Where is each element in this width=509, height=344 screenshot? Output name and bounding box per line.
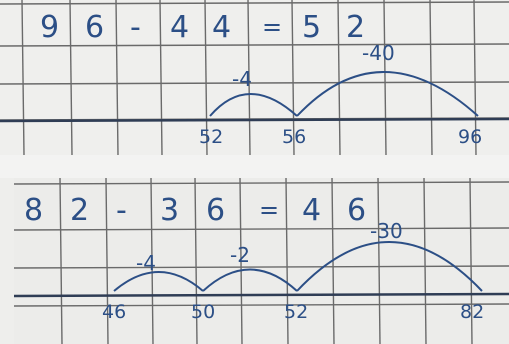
jump-arc <box>209 93 298 117</box>
grid-line <box>14 181 509 185</box>
digit: 6 <box>347 193 366 228</box>
digit: 8 <box>24 193 43 228</box>
digit: 3 <box>160 193 179 228</box>
jump-label: -2 <box>230 243 250 267</box>
tick-label: 96 <box>458 126 482 148</box>
minus-sign: - <box>116 193 127 228</box>
jump-arc <box>202 268 298 292</box>
grid-line <box>0 43 509 47</box>
equals-sign: = <box>262 13 282 41</box>
digit: 4 <box>212 10 231 45</box>
grid-line <box>0 81 509 85</box>
tick-label: 46 <box>102 301 126 323</box>
grid-line <box>291 0 295 155</box>
jump-label: -4 <box>136 251 156 275</box>
tick-label: 50 <box>191 301 215 323</box>
grid-line <box>337 0 341 155</box>
digit: 2 <box>70 193 89 228</box>
grid-line <box>14 265 509 269</box>
grid-lines <box>0 0 509 155</box>
grid-line <box>69 0 73 155</box>
tick-label: 52 <box>199 126 223 148</box>
grid-line <box>105 178 109 344</box>
grid-line <box>14 227 509 231</box>
jump-label: -30 <box>370 219 403 243</box>
tick-label: 56 <box>282 126 306 148</box>
problem-1-panel: 9 6 - 4 4 = 5 2 -4 -40 52 56 96 <box>0 0 509 155</box>
problem-2-drawing: 8 2 - 3 6 = 4 6 -4 -2 -30 46 50 52 82 <box>14 178 509 344</box>
equation-1: 9 6 - 4 4 = 5 2 <box>40 10 365 45</box>
tick-label: 82 <box>460 301 484 323</box>
grid-line <box>423 178 427 344</box>
digit: 5 <box>302 10 321 45</box>
problem-1-drawing: 9 6 - 4 4 = 5 2 -4 -40 52 56 96 <box>0 0 509 155</box>
equation-2: 8 2 - 3 6 = 4 6 <box>24 193 366 228</box>
jump-arc <box>113 271 204 292</box>
grid-line <box>247 0 251 155</box>
digit: 6 <box>206 193 225 228</box>
digit: 2 <box>346 10 365 45</box>
grid-line <box>285 178 289 344</box>
digit: 4 <box>302 193 321 228</box>
grid-line <box>0 1 509 5</box>
digit: 4 <box>170 10 189 45</box>
grid-line <box>377 178 381 344</box>
jump-arc <box>296 241 483 292</box>
grid-line <box>115 0 119 155</box>
grid-line <box>21 0 25 155</box>
minus-sign: - <box>130 10 141 45</box>
grid-line <box>59 178 63 344</box>
equals-sign: = <box>259 196 279 224</box>
grid-line <box>429 0 433 155</box>
number-line <box>14 292 509 298</box>
grid-line <box>473 0 477 155</box>
jump-label: -4 <box>232 67 252 91</box>
problem-2-panel: 8 2 - 3 6 = 4 6 -4 -2 -30 46 50 52 82 <box>14 178 509 344</box>
digit: 6 <box>85 10 104 45</box>
grid-line <box>150 178 154 344</box>
grid-line <box>204 0 208 155</box>
jump-arc <box>296 71 479 117</box>
grid-line <box>469 178 473 344</box>
jump-label: -40 <box>362 41 395 65</box>
number-line <box>0 117 509 123</box>
grid-line <box>239 178 243 344</box>
grid-line <box>14 303 509 307</box>
grid-line <box>383 0 387 155</box>
tick-label: 52 <box>284 301 308 323</box>
photo-seam <box>0 155 509 178</box>
digit: 9 <box>40 10 59 45</box>
grid-line <box>194 178 198 344</box>
grid-line <box>159 0 163 155</box>
